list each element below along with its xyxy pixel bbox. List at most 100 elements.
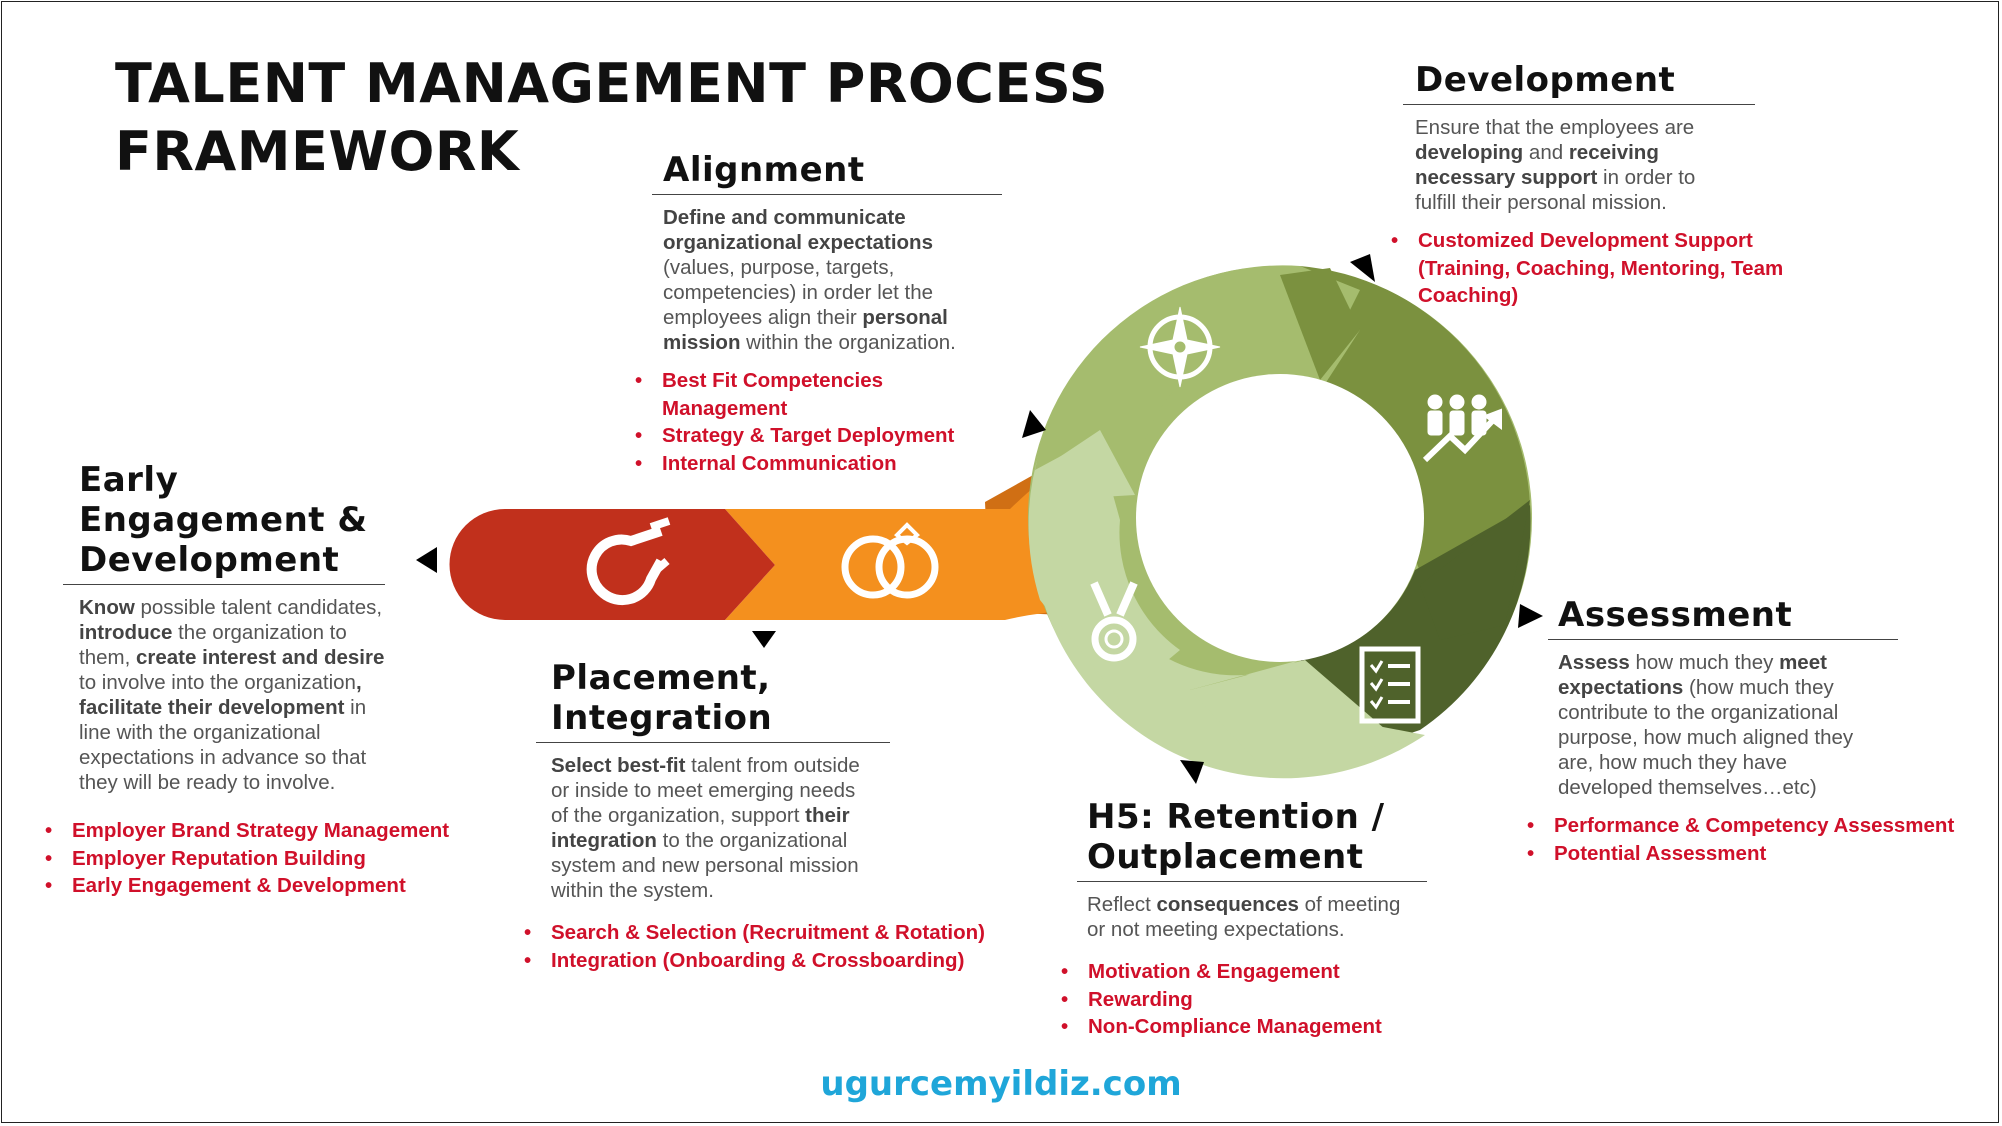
magnet-icon: [586, 517, 671, 606]
page-title: TALENT MANAGEMENT PROCESS FRAMEWORK: [115, 50, 1108, 186]
section-rule: [1403, 104, 1755, 105]
bullet-item: Employer Reputation Building: [45, 845, 465, 873]
description-emphasis: personal: [862, 306, 948, 329]
description-text: line with the organizational: [79, 721, 321, 744]
section-heading-line: Engagement &: [79, 500, 368, 540]
bullet-item: Search & Selection (Recruitment & Rotati…: [524, 919, 1004, 947]
ring-chevron-3: [1190, 660, 1400, 765]
description-text: talent from outside: [685, 754, 860, 777]
section-bullets: Employer Brand Strategy ManagementEmploy…: [45, 817, 465, 900]
section-rule: [1548, 639, 1898, 640]
section-bullets: Motivation & EngagementRewardingNon-Comp…: [1061, 958, 1481, 1041]
ring-chevron-2: [1420, 500, 1530, 640]
section-placement: Placement,Integration Select best-fit ta…: [524, 658, 985, 974]
ring-chevron-4: [1040, 430, 1135, 500]
section-bullets: Performance & Competency AssessmentPoten…: [1527, 812, 1957, 867]
description-text: they will be ready to involve.: [79, 771, 336, 794]
description-emphasis: meet: [1779, 651, 1827, 674]
description-text: developed themselves…etc): [1558, 776, 1817, 799]
pointer-placement: [752, 631, 776, 648]
pointer-retention: [1180, 760, 1204, 784]
description-text: to involve into the organization: [79, 671, 356, 694]
section-description: Know possible talent candidates,introduc…: [63, 595, 385, 795]
pointer-alignment: [1022, 410, 1046, 438]
section-heading-line: Early: [79, 460, 179, 500]
bullet-item: Strategy & Target Deployment: [635, 422, 1002, 450]
description-text: or not meeting expectations.: [1087, 918, 1345, 941]
section-rule: [1077, 881, 1427, 882]
pipe-red-segment: [449, 509, 775, 620]
section-heading: Alignment: [652, 150, 1002, 190]
description-emphasis: developing: [1415, 141, 1524, 164]
description-text: of meeting: [1298, 893, 1401, 916]
description-text: purpose, how much aligned they: [1558, 726, 1854, 749]
section-development: Development Ensure that the employees ar…: [1391, 60, 1783, 310]
section-retention: H5: Retention /Outplacement Reflect cons…: [1061, 797, 1427, 1041]
description-emphasis: Select best-fit: [551, 754, 686, 777]
description-text: how much they: [1629, 651, 1780, 674]
bullet-item: Best Fit Competencies Management: [635, 367, 1002, 422]
description-text: within the organization.: [740, 331, 956, 354]
section-heading-line: H5: Retention /: [1087, 797, 1385, 837]
section-heading: H5: Retention /Outplacement: [1077, 797, 1427, 877]
description-emphasis: mission: [663, 331, 741, 354]
cycle-ring: [1028, 265, 1532, 779]
section-heading-line: Development: [79, 540, 340, 580]
description-emphasis: Assess: [1558, 651, 1630, 674]
page-title-line-1: TALENT MANAGEMENT PROCESS: [115, 52, 1109, 115]
description-text: expectations in advance so that: [79, 746, 367, 769]
checklist-icon: [1359, 646, 1421, 724]
section-heading: Placement,Integration: [536, 658, 890, 738]
section-rule: [63, 584, 385, 585]
bullet-item: Potential Assessment: [1527, 840, 1957, 868]
description-text: fulfill their personal mission.: [1415, 191, 1667, 214]
description-emphasis: integration: [551, 829, 657, 852]
description-emphasis: Know: [79, 596, 135, 619]
section-heading-line: Integration: [551, 698, 773, 738]
description-text: of the organization, support: [551, 804, 806, 827]
ring-seg-development: [1300, 266, 1530, 585]
description-emphasis: their: [805, 804, 850, 827]
bullet-item: Performance & Competency Assessment: [1527, 812, 1957, 840]
section-bullets: Best Fit Competencies ManagementStrategy…: [635, 367, 1002, 477]
website-link[interactable]: ugurcemyildiz.com: [820, 1064, 1182, 1104]
bullet-item: Customized Development Support (Training…: [1391, 227, 1801, 310]
section-bullets: Search & Selection (Recruitment & Rotati…: [524, 919, 1004, 974]
description-text: Reflect: [1087, 893, 1157, 916]
bullet-item: Motivation & Engagement: [1061, 958, 1481, 986]
medal-icon: [1090, 581, 1138, 662]
ring-hole: [1136, 374, 1424, 662]
rings-icon: [841, 522, 939, 599]
description-emphasis: create interest and desire: [135, 646, 385, 669]
bullet-item: Internal Communication: [635, 450, 1002, 478]
bullet-item: Rewarding: [1061, 986, 1481, 1014]
pointer-early: [416, 547, 437, 573]
description-text: the organization to: [172, 621, 347, 644]
bullet-item: Early Engagement & Development: [45, 872, 465, 900]
description-text: and: [1523, 141, 1569, 164]
description-text: employees align their: [663, 306, 863, 329]
description-text: (how much they: [1683, 676, 1834, 699]
description-text: Ensure that the employees are: [1415, 116, 1695, 139]
pipe-banner: [449, 460, 1065, 620]
description-emphasis: organizational expectations: [663, 231, 933, 254]
description-text: or inside to meet emerging needs: [551, 779, 856, 802]
section-bullets: Customized Development Support (Training…: [1391, 227, 1801, 310]
description-emphasis: consequences: [1156, 893, 1299, 916]
section-heading-line: Development: [1415, 60, 1676, 100]
description-emphasis: necessary support: [1415, 166, 1598, 189]
ring-seg-alignment: [1035, 265, 1360, 480]
description-text: them,: [79, 646, 136, 669]
description-emphasis: ,: [355, 671, 362, 694]
section-rule: [536, 742, 890, 743]
bullet-item: Employer Brand Strategy Management: [45, 817, 465, 845]
